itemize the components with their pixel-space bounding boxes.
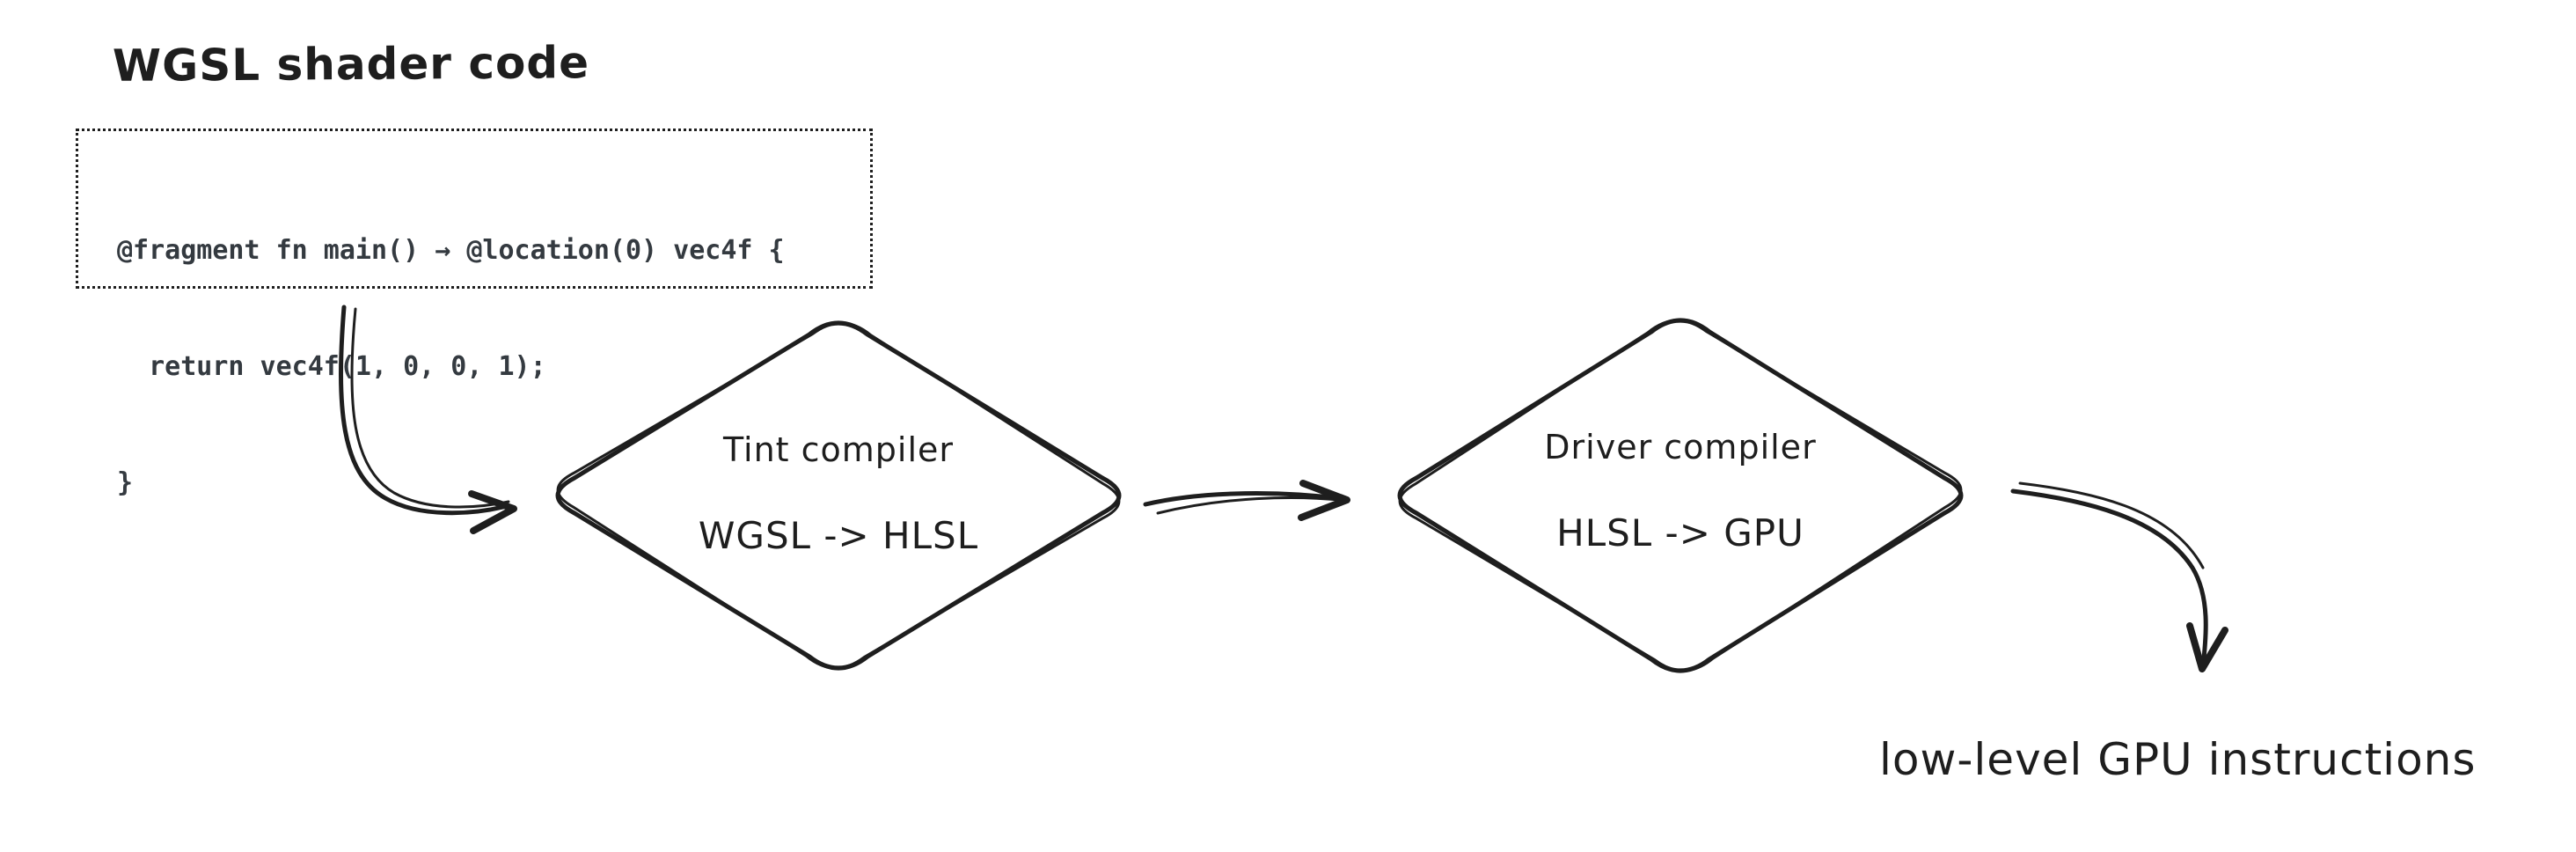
tint-compiler-label: Tint compiler xyxy=(722,430,955,469)
driver-compiler-sublabel: HLSL -> GPU xyxy=(1556,511,1804,555)
arrow-tint-to-driver-ghost-stroke xyxy=(1156,496,1350,515)
arrow-driver-to-output-head xyxy=(2186,622,2228,672)
driver-diamond-stroke xyxy=(1397,318,1964,673)
arrow-driver-to-output xyxy=(2010,481,2228,672)
code-line: } xyxy=(117,467,134,498)
driver-diamond-ghost-stroke xyxy=(1398,319,1963,672)
arrow-code-to-tint-head xyxy=(468,490,517,534)
arrow-driver-to-output-stroke xyxy=(2010,488,2208,669)
code-line: return vec4f(1, 0, 0, 1); xyxy=(117,351,546,382)
tint-compiler-diamond xyxy=(555,320,1122,671)
driver-compiler-diamond xyxy=(1397,318,1964,673)
tint-compiler-sublabel: WGSL -> HLSL xyxy=(698,514,979,557)
code-line: @fragment fn main() → @location(0) vec4f… xyxy=(117,235,785,266)
wgsl-shader-code-title: WGSL shader code xyxy=(112,37,590,92)
arrow-code-to-tint-stroke xyxy=(339,305,506,516)
arrow-code-to-tint xyxy=(339,305,517,534)
arrow-tint-to-driver-stroke xyxy=(1143,491,1347,507)
low-level-gpu-instructions-label: low-level GPU instructions xyxy=(1879,734,2477,785)
arrow-tint-to-driver-head xyxy=(1298,480,1350,521)
driver-compiler-label: Driver compiler xyxy=(1544,428,1817,466)
arrow-driver-to-output-ghost-stroke xyxy=(2018,481,2205,569)
arrow-tint-to-driver xyxy=(1143,480,1350,521)
tint-diamond-stroke xyxy=(555,320,1122,671)
wgsl-code-snippet: @fragment fn main() → @location(0) vec4f… xyxy=(117,154,785,580)
wgsl-code-box: @fragment fn main() → @location(0) vec4f… xyxy=(76,129,873,498)
arrow-code-to-tint-ghost-stroke xyxy=(350,307,510,509)
